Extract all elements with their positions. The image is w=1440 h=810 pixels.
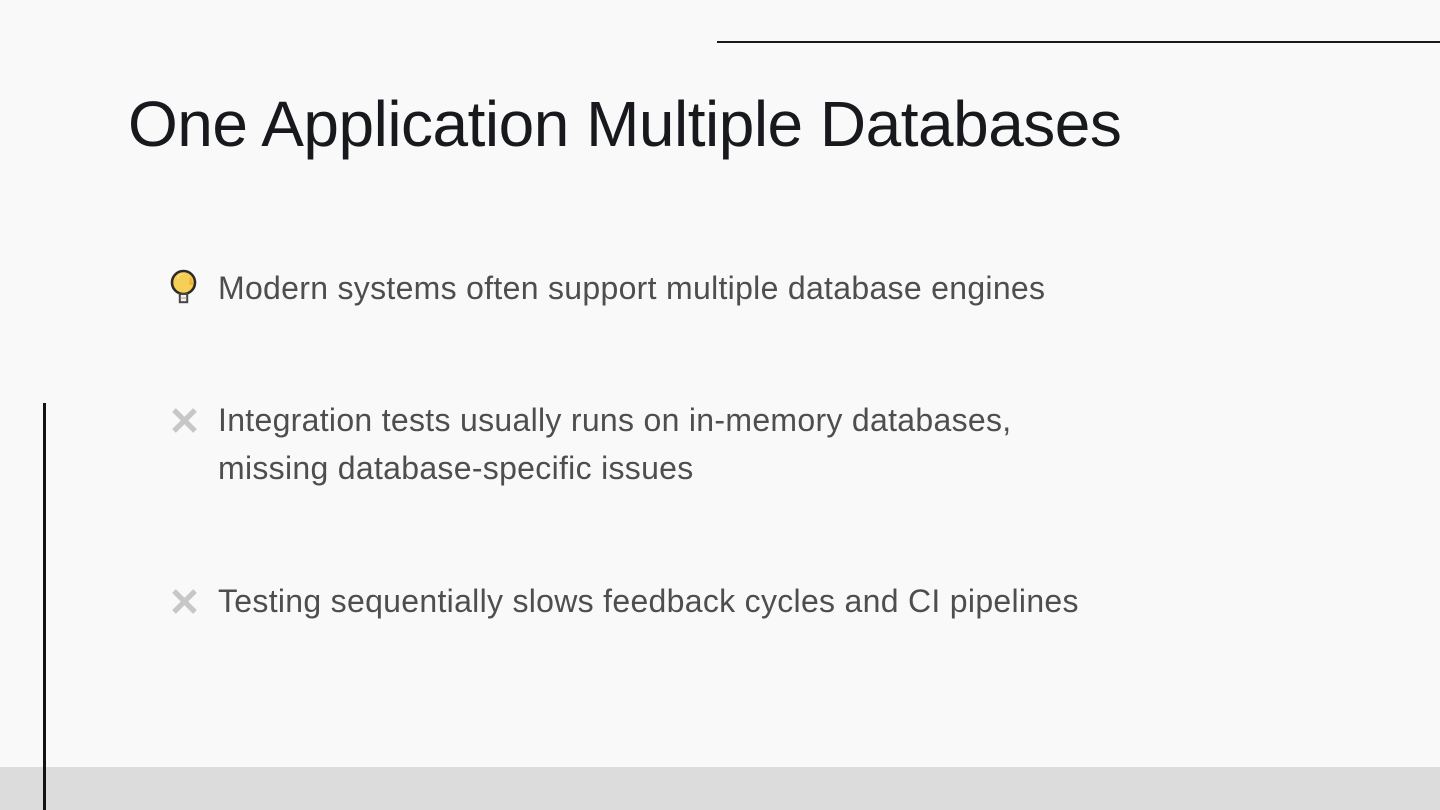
- bullet-item: Modern systems often support multiple da…: [170, 264, 1230, 312]
- bullet-item: Testing sequentially slows feedback cycl…: [170, 577, 1230, 625]
- bullet-text: Testing sequentially slows feedback cycl…: [218, 583, 1079, 619]
- footer-bar: [0, 767, 1440, 810]
- header-divider-line: [717, 41, 1440, 43]
- slide-title: One Application Multiple Databases: [128, 88, 1122, 160]
- left-vertical-accent-line: [43, 403, 46, 810]
- bullet-item: Integration tests usually runs on in-mem…: [170, 396, 1230, 492]
- bullet-list: Modern systems often support multiple da…: [170, 264, 1230, 625]
- cross-icon: [170, 396, 201, 444]
- bullet-text: Integration tests usually runs on in-mem…: [218, 402, 1012, 486]
- cross-icon: [170, 577, 201, 625]
- bullet-text: Modern systems often support multiple da…: [218, 270, 1046, 306]
- lightbulb-icon: [170, 264, 201, 312]
